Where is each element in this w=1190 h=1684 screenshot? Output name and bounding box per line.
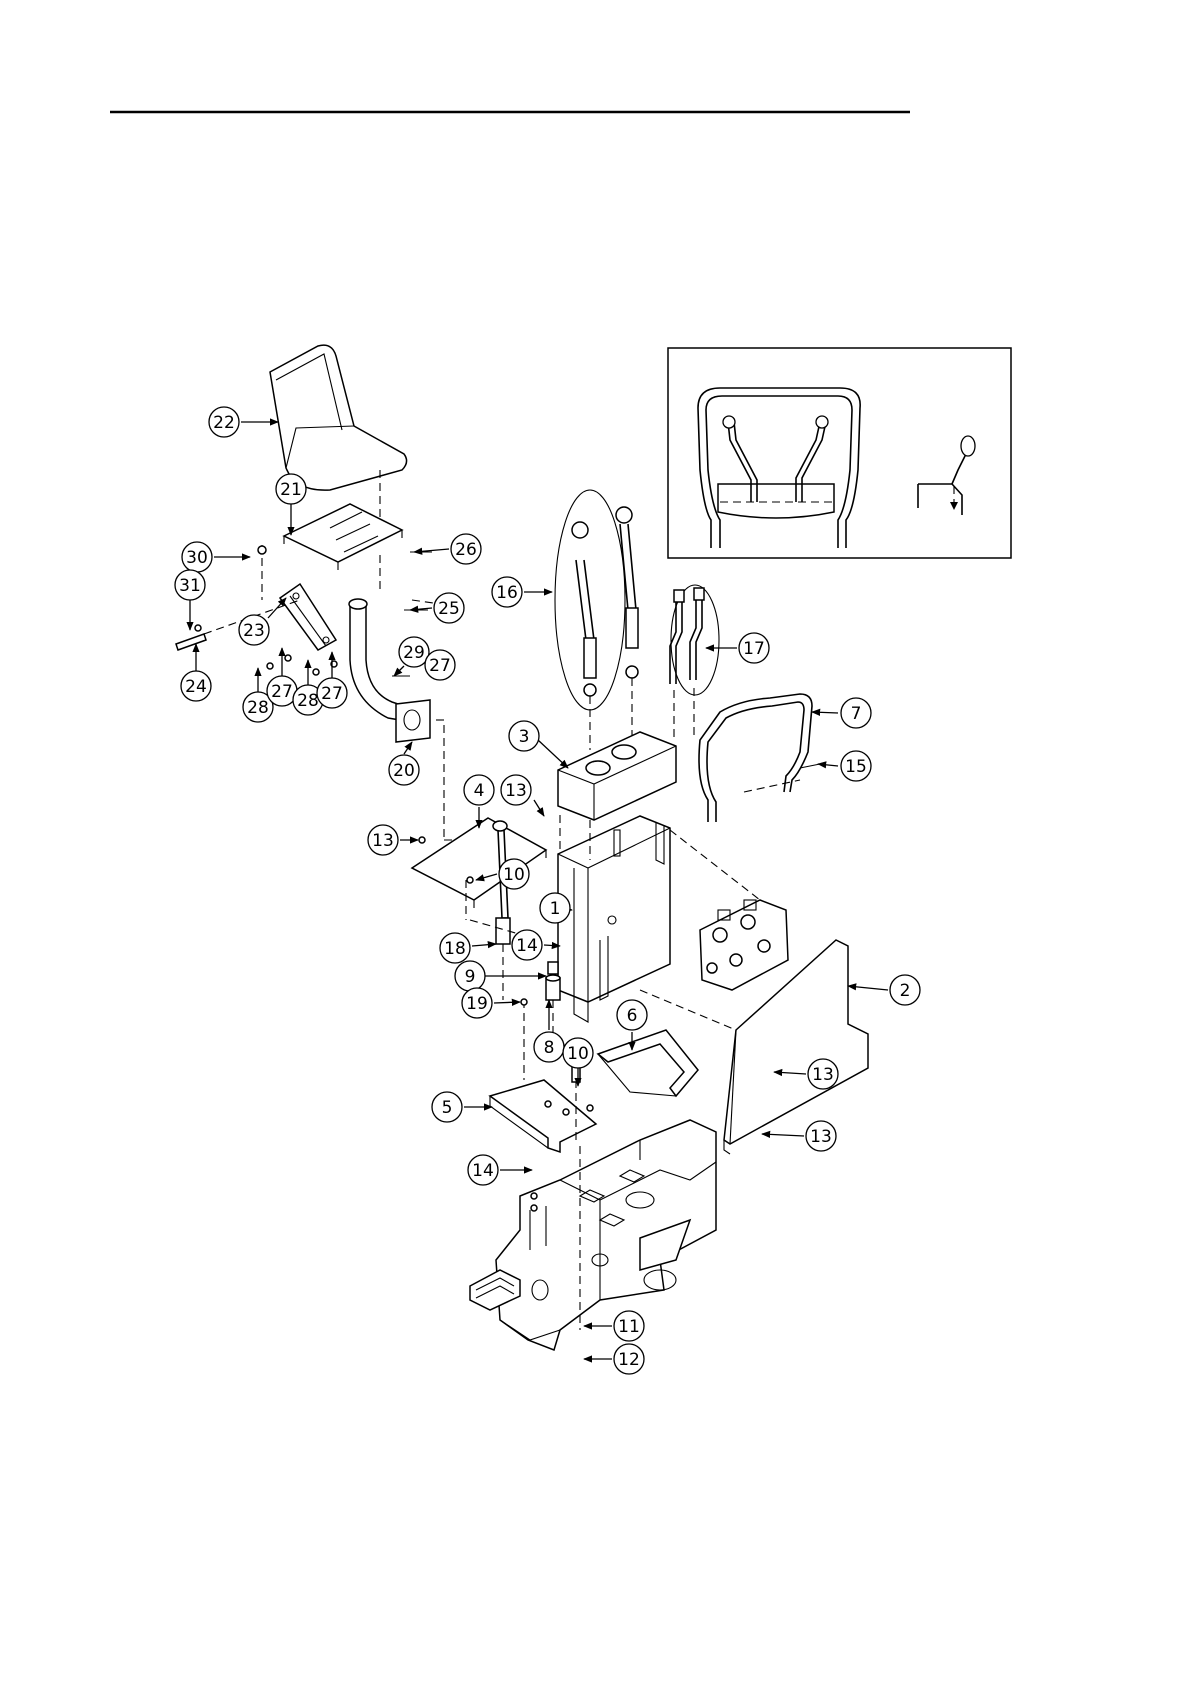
callout-lbl-2: 2 (890, 975, 920, 1005)
callout-number: 27 (271, 682, 293, 702)
knob-icon (723, 416, 735, 428)
callout-number: 15 (845, 757, 867, 777)
callout-lbl-19: 19 (462, 988, 492, 1018)
callout-number: 12 (618, 1350, 640, 1370)
callout-number: 5 (442, 1098, 453, 1118)
inset-detail-view (668, 348, 1011, 558)
callout-number: 17 (743, 639, 765, 659)
callout-number: 8 (544, 1038, 555, 1058)
console-assembly (558, 732, 788, 1040)
callout-lbl-12: 12 (614, 1344, 644, 1374)
callout-number: 19 (466, 994, 488, 1014)
callout-lbl-17: 17 (739, 633, 769, 663)
callout-number: 27 (321, 684, 343, 704)
callout-number: 4 (474, 781, 485, 801)
knob-icon (961, 436, 975, 456)
callout-lbl-13d: 13 (806, 1121, 836, 1151)
bracket-5 (490, 1060, 596, 1152)
callout-number: 2 (900, 981, 911, 1001)
bushing-parts (521, 962, 560, 1080)
callout-lbl-1: 1 (540, 893, 570, 923)
callout-number: 13 (812, 1065, 834, 1085)
callout-number: 1 (550, 899, 561, 919)
callout-lbl-16: 16 (492, 577, 522, 607)
callout-lbl-31: 31 (175, 570, 205, 600)
callout-lbl-9: 9 (455, 961, 485, 991)
callout-lbl-7: 7 (841, 698, 871, 728)
callout-number: 28 (247, 698, 269, 718)
knob-icon (816, 416, 828, 428)
callout-lbl-5: 5 (432, 1092, 462, 1122)
callout-number: 20 (393, 761, 415, 781)
callout-lbl-30: 30 (182, 542, 212, 572)
callout-lbl-21: 21 (276, 474, 306, 504)
callout-number: 16 (496, 583, 518, 603)
callout-lbl-8: 8 (534, 1032, 564, 1062)
bracket-6 (598, 1030, 698, 1096)
callout-number: 24 (185, 677, 207, 697)
callout-number: 23 (243, 621, 265, 641)
callout-lbl-10a: 10 (499, 859, 529, 889)
callout-lbl-4: 4 (464, 775, 494, 805)
callout-number: 11 (618, 1317, 640, 1337)
callout-number: 14 (516, 936, 538, 956)
callout-lbl-25: 25 (434, 593, 464, 623)
callout-number: 31 (179, 576, 201, 596)
callout-lbl-6: 6 (617, 1000, 647, 1030)
callout-lbl-22: 22 (209, 407, 239, 437)
callout-number: 27 (429, 656, 451, 676)
callout-number: 28 (297, 691, 319, 711)
callout-lbl-24: 24 (181, 671, 211, 701)
callout-lbl-3: 3 (509, 721, 539, 751)
callout-lbl-18: 18 (440, 933, 470, 963)
roll-bar (699, 694, 820, 822)
callout-number: 13 (810, 1127, 832, 1147)
callout-number: 6 (627, 1006, 638, 1026)
callout-lbl-11: 11 (614, 1311, 644, 1341)
callout-lbl-27a: 27 (425, 650, 455, 680)
callout-lbl-23: 23 (239, 615, 269, 645)
callout-number: 13 (372, 831, 394, 851)
callout-lbl-27c: 27 (317, 678, 347, 708)
callout-lbl-13b: 13 (501, 775, 531, 805)
callout-number: 29 (403, 643, 425, 663)
callout-lbl-14b: 14 (468, 1155, 498, 1185)
callout-number: 26 (455, 540, 477, 560)
callout-lbl-14a: 14 (512, 930, 542, 960)
callout-number: 9 (465, 967, 476, 987)
base-frame (470, 1120, 716, 1350)
callout-number: 13 (505, 781, 527, 801)
callout-lbl-26: 26 (451, 534, 481, 564)
callout-lbl-10b: 10 (563, 1038, 593, 1068)
callout-number: 30 (186, 548, 208, 568)
callout-number: 7 (851, 704, 862, 724)
callout-number: 25 (438, 599, 460, 619)
callout-lbl-13c: 13 (808, 1059, 838, 1089)
callout-number: 10 (503, 865, 525, 885)
callout-number: 18 (444, 939, 466, 959)
callout-number: 21 (280, 480, 302, 500)
callout-lbl-29: 29 (399, 637, 429, 667)
callout-lbl-20: 20 (389, 755, 419, 785)
callout-number: 3 (519, 727, 530, 747)
callout-number: 22 (213, 413, 235, 433)
callout-lbl-15: 15 (841, 751, 871, 781)
callout-number: 10 (567, 1044, 589, 1064)
callout-number: 14 (472, 1161, 494, 1181)
callout-lbl-13a: 13 (368, 825, 398, 855)
